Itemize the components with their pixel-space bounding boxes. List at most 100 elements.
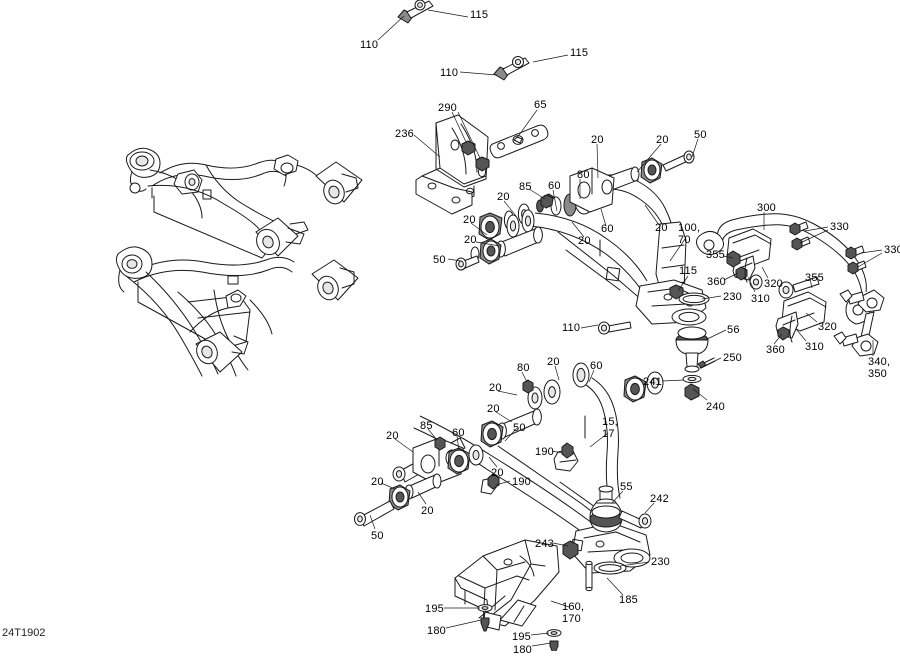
leader-line	[809, 278, 813, 289]
callout-label: 290	[438, 102, 457, 114]
callout-label: 355	[706, 249, 725, 261]
callout-label: 195	[425, 603, 444, 615]
lower-arm-upper-hardware	[522, 371, 664, 410]
callout-label: 180	[513, 644, 532, 656]
leader-line	[516, 109, 538, 139]
callout-label: 80	[517, 362, 530, 374]
callout-label: 190	[512, 476, 531, 488]
leader-line	[427, 428, 438, 441]
stabilizer-link-340-350	[833, 289, 885, 357]
leader-line	[661, 379, 685, 382]
callout-label: 320	[818, 321, 837, 333]
callout-label: 20	[489, 382, 502, 394]
callout-label: 50	[433, 254, 446, 266]
leader-line	[692, 388, 708, 401]
leader-line	[773, 333, 783, 345]
callout-label: 240	[706, 401, 725, 413]
callout-label: 160, 170	[562, 601, 585, 625]
callout-label: 20	[421, 505, 434, 517]
callout-label: 20	[655, 222, 668, 234]
leader-line	[699, 357, 722, 369]
leader-line	[457, 111, 481, 159]
assembled-upper-arm-left	[125, 147, 363, 259]
leader-line	[413, 134, 441, 158]
leader-line	[495, 411, 513, 423]
callout-label: 60	[590, 360, 603, 372]
shim-plate-65	[489, 124, 549, 159]
callout-label: 55	[620, 481, 633, 493]
leader-line	[459, 71, 498, 76]
leader-line	[600, 208, 607, 227]
callout-label: 360	[707, 276, 726, 288]
leader-line	[588, 369, 595, 383]
leader-line	[606, 577, 624, 596]
callout-label: 20	[371, 476, 384, 488]
callout-label: 330	[884, 244, 900, 256]
hardware-nut-290	[461, 140, 490, 172]
callout-label: 355	[805, 272, 824, 284]
leader-line	[551, 450, 563, 454]
upper-arm-rear-pivot-bolt	[455, 226, 543, 271]
stabilizer-nuts-355	[726, 250, 820, 299]
leader-line	[550, 600, 570, 608]
leader-line	[580, 324, 599, 329]
leader-line	[504, 427, 518, 442]
leader-line	[677, 275, 689, 292]
lower-arm-front-pivot-bolt	[354, 473, 442, 527]
callout-label: 100, 70	[678, 222, 701, 246]
callout-label: 180	[427, 625, 446, 637]
callout-label: 80	[577, 169, 590, 181]
leader-line	[704, 329, 727, 341]
upper-arm-rear-hardware	[478, 167, 615, 241]
callout-label: 20	[386, 430, 399, 442]
callout-label: 250	[723, 352, 742, 364]
callout-label: 300	[757, 202, 776, 214]
leader-line	[503, 200, 517, 217]
assembled-lower-arm-left	[115, 246, 359, 377]
leader-line	[475, 241, 501, 247]
callout-label: 60	[548, 180, 561, 192]
callout-label: 15, 17	[602, 416, 618, 440]
callout-label: 115	[470, 9, 489, 21]
leader-line	[369, 514, 376, 530]
hardware-bolt-110-upper	[397, 0, 434, 24]
leader-line	[456, 435, 460, 452]
leader-line	[611, 490, 624, 504]
callout-label: 236	[395, 128, 414, 140]
leader-line	[451, 111, 467, 143]
leader-line	[636, 143, 662, 173]
leader-line	[589, 432, 609, 448]
callout-label: 20	[547, 356, 560, 368]
leader-line	[554, 365, 560, 381]
callout-label: 20	[491, 467, 504, 479]
leader-line	[691, 138, 699, 158]
hardware-bolt-110-lower	[493, 56, 530, 81]
leader-line	[795, 328, 807, 342]
callout-label: 330	[830, 221, 849, 233]
callout-label: 110	[360, 39, 379, 51]
leader-line	[445, 619, 482, 629]
leader-line	[619, 561, 650, 567]
callout-label: 115	[570, 47, 589, 59]
leader-line	[723, 272, 739, 281]
callout-leader-lines	[369, 9, 883, 647]
leader-line	[701, 295, 722, 300]
callout-label: 320	[764, 278, 783, 290]
leader-line	[377, 15, 405, 41]
leader-line	[380, 482, 396, 490]
callout-label: 50	[371, 530, 384, 542]
callout-label: 56	[727, 324, 740, 336]
lower-ball-joint-55	[562, 485, 652, 575]
callout-label: 20	[656, 134, 669, 146]
knuckle-support-160-170	[454, 539, 593, 631]
leader-line	[530, 632, 550, 636]
diagram-code: 24T1902	[2, 627, 46, 639]
callout-label: 110	[562, 322, 581, 334]
callout-label: 360	[766, 344, 785, 356]
callout-label: 241	[643, 376, 662, 388]
callout-label: 20	[497, 191, 510, 203]
leader-line	[571, 221, 585, 238]
leader-line	[761, 266, 769, 279]
callout-label: 20	[463, 214, 476, 226]
